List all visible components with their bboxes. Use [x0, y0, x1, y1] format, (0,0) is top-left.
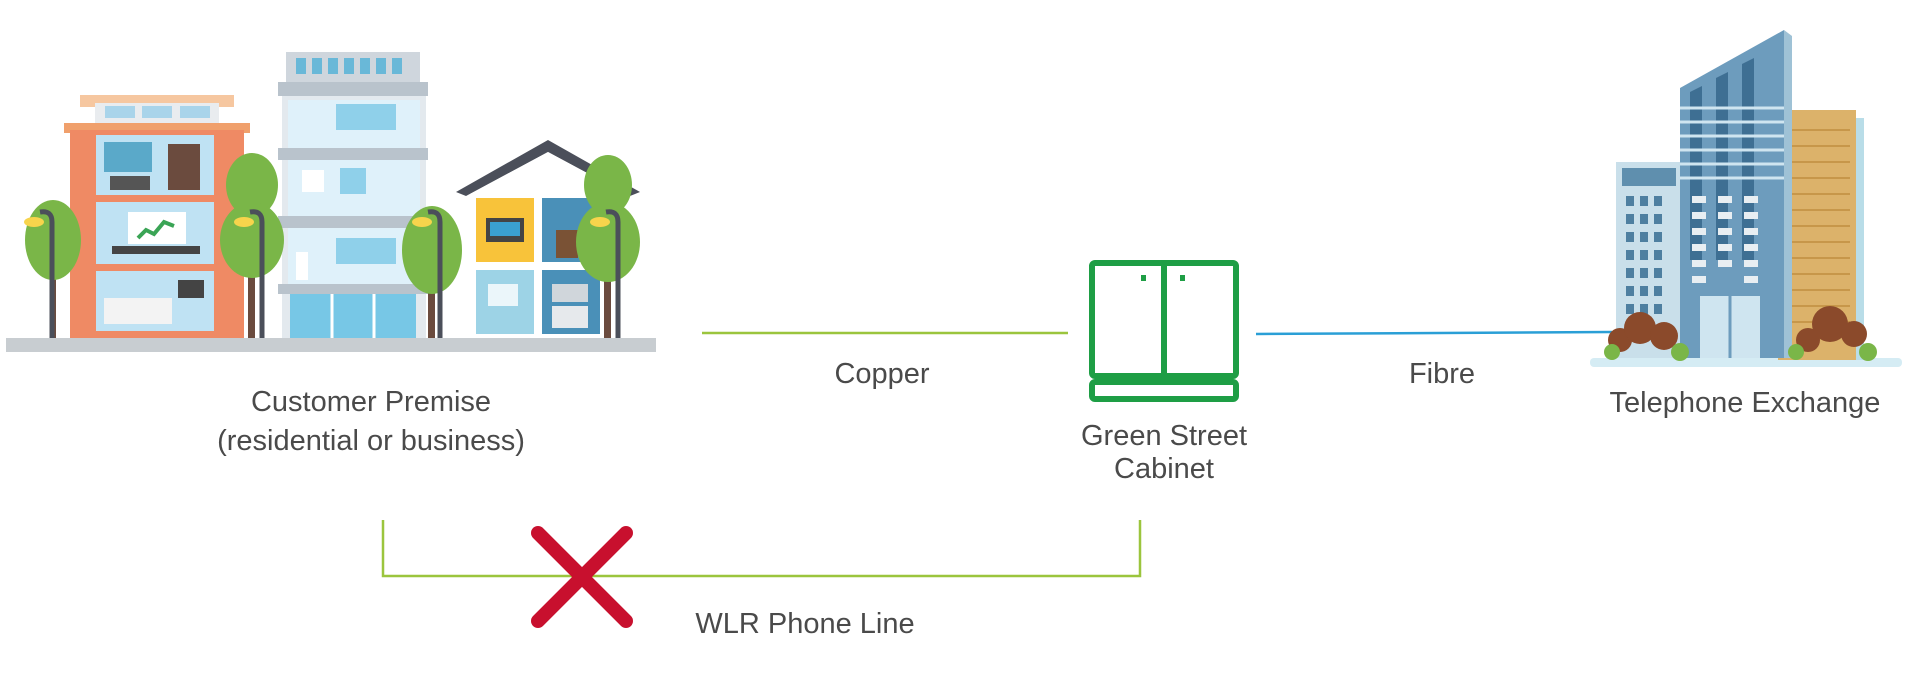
green-street-cabinet-label: Green Street Cabinet: [1044, 420, 1284, 486]
street-lamp-icon: [590, 209, 621, 338]
apartment-building-icon: [278, 52, 428, 338]
cabinet-label-line1: Green Street: [1080, 420, 1248, 452]
cabinet-label-line2: Cabinet: [1114, 453, 1214, 485]
customer-premise-label-line1: Customer Premise: [250, 386, 492, 418]
office-building-icon: [64, 95, 250, 338]
customer-premise-label: Customer Premise (residential or busines…: [170, 383, 572, 461]
telephone-exchange-illustration: [1590, 30, 1902, 367]
fibre-line: [1255, 330, 1613, 336]
street-cabinet-icon: [1089, 260, 1239, 402]
customer-premise-illustration: [6, 52, 656, 352]
tree-icon: [402, 206, 462, 338]
telephone-exchange-label: Telephone Exchange: [1609, 387, 1881, 419]
customer-premise-label-line2: (residential or business): [217, 425, 525, 457]
cross-icon: [531, 526, 633, 628]
copper-label: Copper: [834, 358, 930, 390]
fibre-label: Fibre: [1408, 358, 1476, 390]
wlr-phone-line-label: WLR Phone Line: [695, 608, 915, 640]
street-lamp-icon: [234, 209, 265, 338]
street-lamp-icon: [24, 209, 55, 338]
street-lamp-icon: [412, 209, 443, 338]
wlr-phone-line: [381, 520, 1142, 578]
